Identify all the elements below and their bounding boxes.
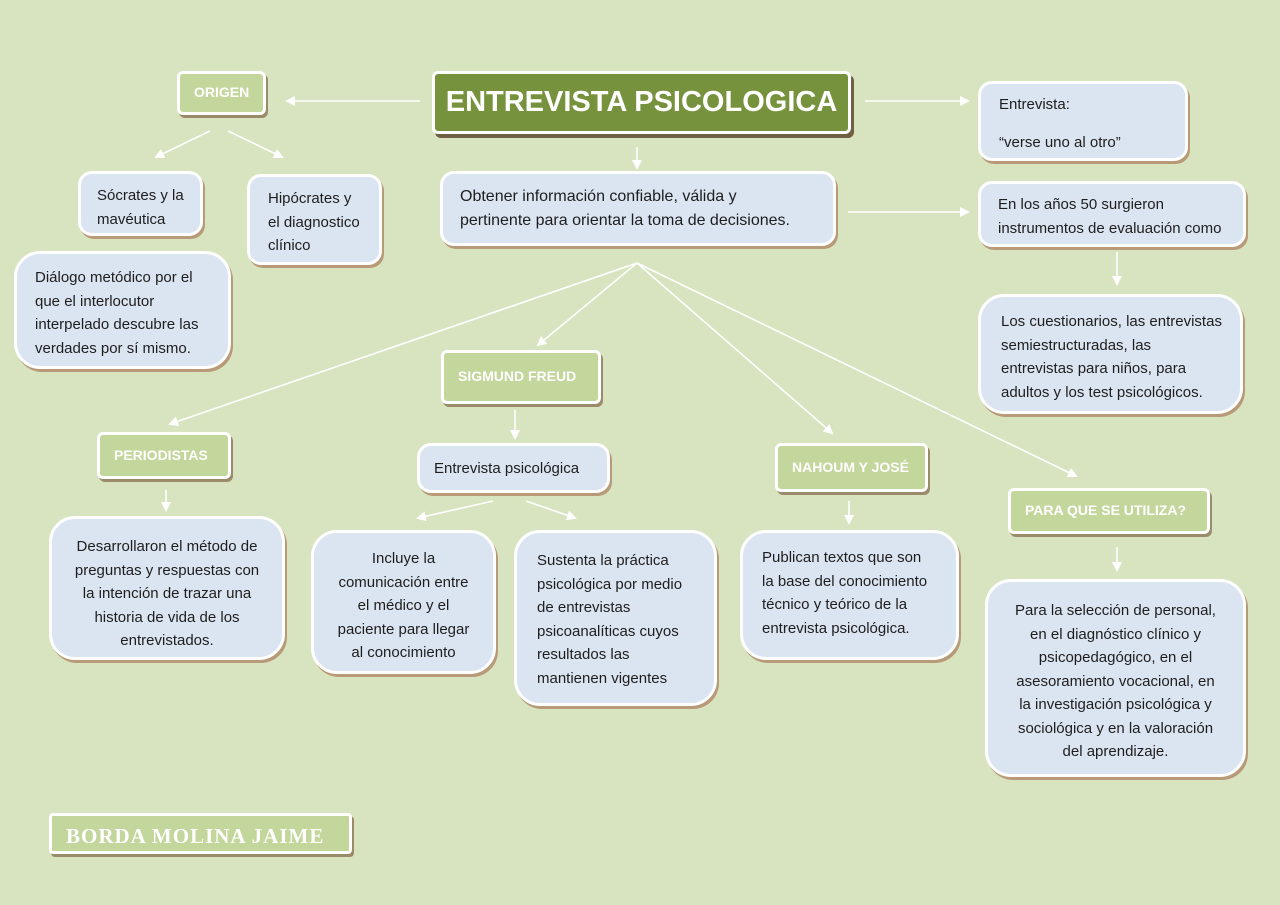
incluye-box: Incluye la comunicación entre el médico …	[311, 530, 496, 674]
entrevista-definicion-box: Entrevista: “verse uno al otro”	[978, 81, 1188, 161]
author-banner: BORDA MOLINA JAIME	[49, 813, 352, 854]
main-title: ENTREVISTA PSICOLOGICA	[432, 71, 851, 134]
objetivo-box: Obtener información confiable, válida y …	[440, 171, 836, 246]
author-name: BORDA MOLINA JAIME	[66, 824, 325, 848]
freud-sub-box: Entrevista psicológica	[417, 443, 610, 493]
para-que-text-box: Para la selección de personal, en el dia…	[985, 579, 1246, 777]
arrow-objetivo-to-freud	[536, 262, 638, 347]
origen-label: ORIGEN	[177, 71, 266, 115]
periodistas-label: PERIODISTAS	[97, 432, 231, 479]
arrow-origen-to-hipocrates	[227, 130, 284, 159]
arrow-sub-to-sustenta	[525, 500, 577, 521]
para-que-label: PARA QUE SE UTILIZA?	[1008, 488, 1210, 534]
arrow-objetivo-to-periodistas	[168, 262, 638, 427]
arrow-objetivo-to-para-que	[636, 262, 1078, 478]
arrow-objetivo-to-nahoum	[636, 262, 834, 435]
sustenta-box: Sustenta la práctica psicológica por med…	[514, 530, 717, 706]
periodistas-text-box: Desarrollaron el método de preguntas y r…	[49, 516, 285, 660]
nahoum-text-box: Publican textos que son la base del cono…	[740, 530, 959, 660]
freud-label: SIGMUND FREUD	[441, 350, 601, 404]
hipocrates-box: Hipócrates y el diagnostico clínico	[247, 174, 382, 265]
socrates-box: Sócrates y la mavéutica	[78, 171, 203, 236]
arrow-sub-to-incluye	[416, 500, 494, 522]
main-title-text: ENTREVISTA PSICOLOGICA	[445, 85, 838, 118]
nahoum-label: NAHOUM Y JOSÉ	[775, 443, 928, 492]
dialogo-box: Diálogo metódico por el que el interlocu…	[14, 251, 231, 369]
anios50-box: En los años 50 surgieron instrumentos de…	[978, 181, 1246, 247]
arrow-origen-to-socrates	[154, 130, 211, 159]
instrumentos-box: Los cuestionarios, las entrevistas semie…	[978, 294, 1243, 414]
